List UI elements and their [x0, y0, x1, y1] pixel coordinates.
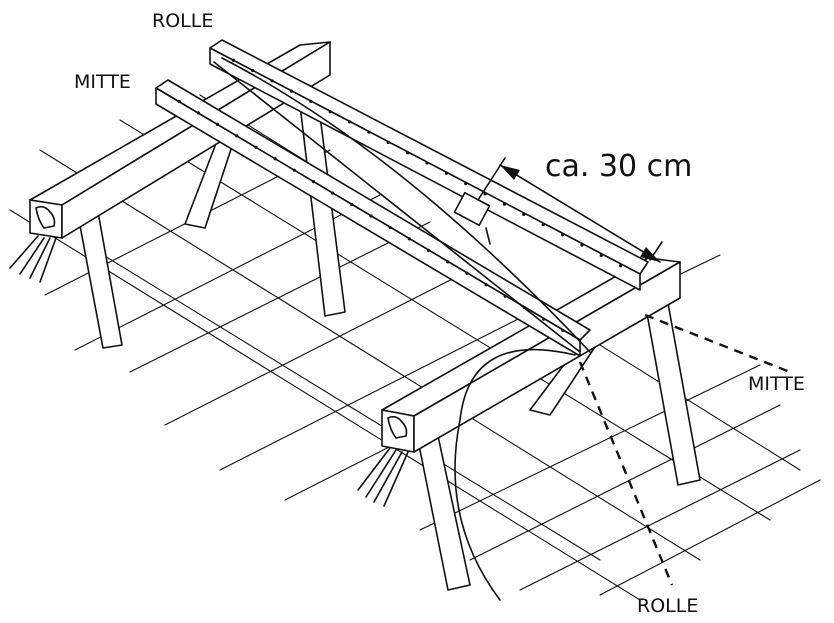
cable	[213, 57, 591, 601]
rail-rivet	[254, 145, 258, 149]
rail-rivet	[407, 237, 411, 241]
rail-rivet	[251, 68, 255, 73]
front-trestle	[357, 257, 701, 591]
rail-rivet	[619, 264, 623, 268]
rail-rivet	[425, 161, 429, 165]
label-mitte-top: MITTE	[74, 71, 131, 93]
rail-rivet	[273, 157, 277, 161]
rail-rivet	[311, 180, 316, 184]
rail-rivet	[502, 202, 507, 206]
rail-rivet	[465, 271, 469, 275]
label-dimension: ca. 30 cm	[545, 149, 692, 184]
rail-rivet	[484, 283, 488, 287]
rail-rivet	[560, 233, 565, 237]
dimension-line	[477, 157, 663, 263]
rail-rivet	[369, 214, 373, 218]
rail-rivet	[331, 191, 335, 195]
rail-rivet	[215, 122, 220, 126]
rail-rivet	[388, 225, 392, 230]
rail-rivet	[580, 243, 584, 247]
rail-rivet	[328, 110, 332, 114]
rail-rivet	[406, 151, 410, 155]
rail-rivet	[444, 171, 448, 175]
rail-rivet	[367, 130, 371, 134]
rail-rolle	[209, 39, 649, 291]
rail-rivet	[541, 223, 545, 227]
rail-rivet	[483, 192, 487, 196]
rail-rivet	[270, 79, 274, 83]
rail-rivet	[386, 140, 390, 145]
rail-rivet	[177, 99, 181, 104]
rail-rivet	[464, 181, 468, 186]
label-rolle-bottom: ROLLE	[637, 595, 698, 617]
rail-rivet	[350, 202, 354, 207]
rail-mitte	[155, 79, 591, 357]
rail-rivet	[542, 317, 546, 321]
rail-rivet	[347, 120, 352, 124]
roller-clamp	[453, 191, 491, 245]
label-mitte-right: MITTE	[748, 373, 805, 395]
label-rolle-top: ROLLE	[152, 10, 213, 32]
rail-rivet	[426, 248, 431, 252]
rail-rivet	[561, 328, 565, 333]
rail-rivet	[196, 111, 200, 115]
rail-rivet	[522, 212, 526, 216]
rail-rivet	[599, 253, 603, 258]
rail-rivet	[503, 294, 507, 298]
rail-rivet	[235, 134, 239, 138]
leader-lines	[578, 313, 791, 586]
rail-rivet	[292, 168, 296, 172]
rail-rivet	[309, 99, 313, 103]
rail-rivet	[446, 260, 450, 264]
rail-rivet	[231, 58, 235, 62]
rail-rivet	[289, 89, 294, 93]
